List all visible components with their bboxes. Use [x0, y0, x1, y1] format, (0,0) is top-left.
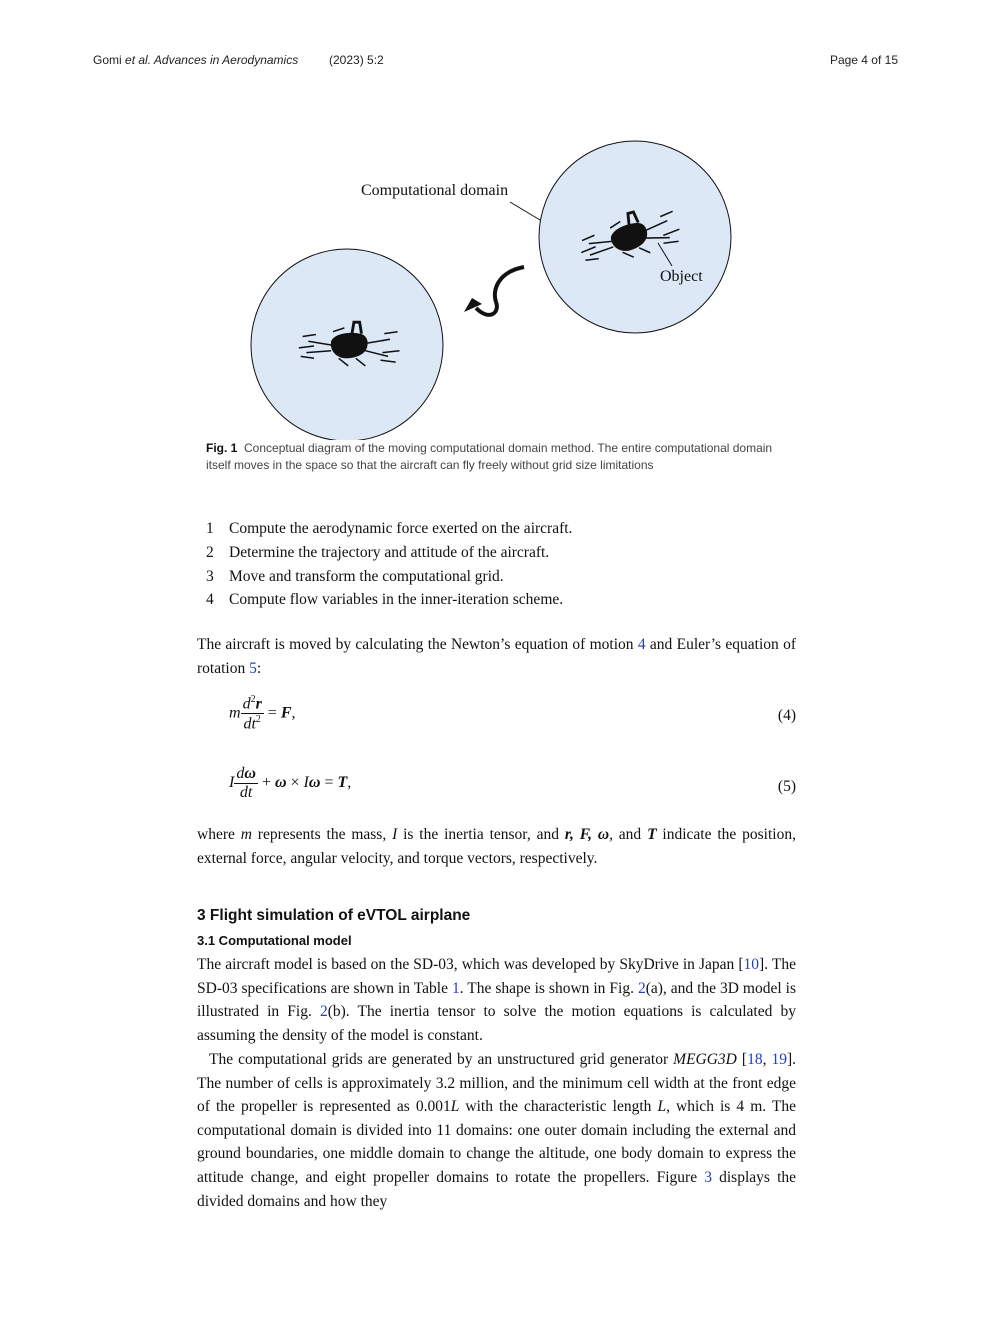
running-header: Gomi et al. Advances in Aerodynamics: [93, 53, 298, 67]
eq-5-link[interactable]: 5: [249, 659, 257, 677]
label-object: Object: [660, 268, 703, 285]
header-year-volume: (2023) 5:2: [329, 53, 384, 67]
header-journal: et al. Advances in Aerodynamics: [125, 53, 299, 67]
domain-leader-line: [509, 201, 541, 221]
fig-3-link[interactable]: 3: [704, 1168, 712, 1186]
ref-10-link[interactable]: 10: [743, 956, 760, 973]
label-computational-domain: Computational domain: [361, 182, 508, 199]
header-authors: Gomi: [93, 53, 126, 67]
section-3-heading: 3 Flight simulation of eVTOL airplane: [197, 907, 471, 924]
equation-5-number: (5): [777, 778, 796, 795]
model-paragraph: The aircraft model is based on the SD-03…: [197, 956, 796, 1044]
eq-4-link[interactable]: 4: [637, 636, 646, 653]
intro-paragraph: The aircraft is moved by calculating the…: [197, 636, 796, 677]
section-3-1-heading: 3.1 Computational model: [197, 933, 352, 948]
movement-arrow: [474, 265, 525, 317]
caption-text: Conceptual diagram of the moving computa…: [206, 441, 773, 472]
table-1-link[interactable]: 1: [451, 979, 460, 997]
grid-paragraph: The computational grids are generated by…: [197, 1051, 797, 1210]
page-number: Page 4 of 15: [829, 53, 898, 67]
figure-1-diagram: Computational domain Object: [250, 140, 732, 440]
where-paragraph: where m represents the mass, I is the in…: [197, 826, 796, 867]
arrow-head-icon: [464, 298, 482, 312]
object-leader-line: [657, 242, 673, 267]
ref-18-link[interactable]: 18: [747, 1051, 763, 1068]
figure-caption: Fig. 1 Conceptual diagram of the moving …: [206, 440, 796, 474]
caption-label: Fig. 1: [206, 441, 238, 455]
ref-19-link[interactable]: 19: [771, 1051, 787, 1068]
fig-2a-link[interactable]: 2: [637, 979, 646, 997]
fig-2b-link[interactable]: 2: [319, 1003, 328, 1021]
equation-4-number: (4): [777, 707, 796, 724]
